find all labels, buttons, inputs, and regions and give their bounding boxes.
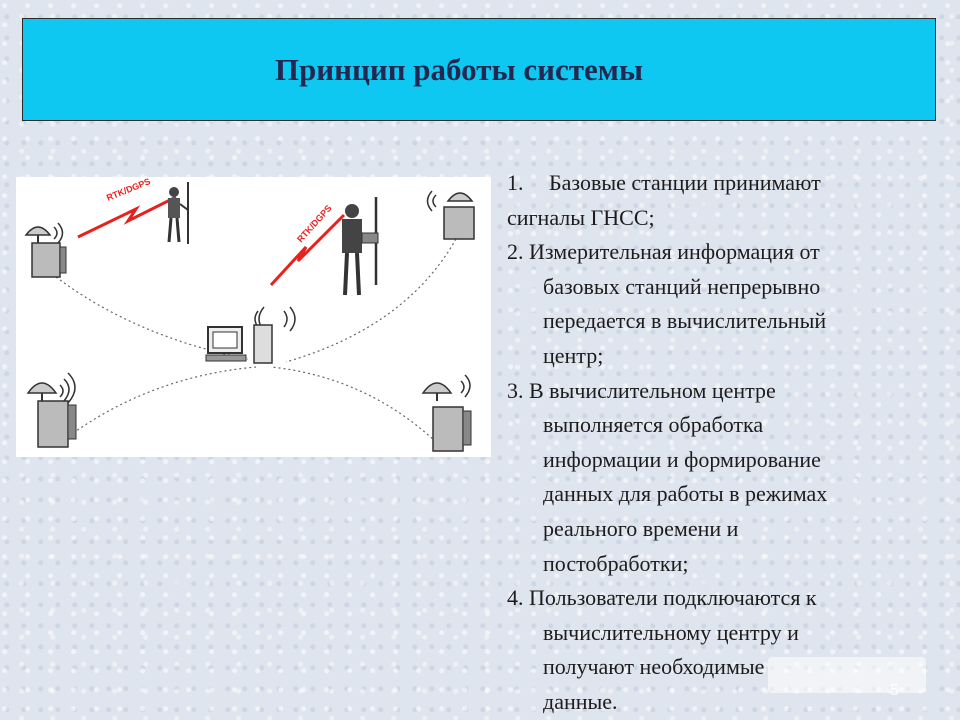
item-text: реального времени и (543, 515, 739, 541)
item-text: информации и формирование (543, 446, 821, 472)
computer-icon (205, 306, 296, 364)
item-text: выполняется обработка (543, 412, 764, 438)
list-item: 2. Измерительная информация от базовых с… (507, 235, 937, 373)
signal-label-left: RTK/DGPS (105, 177, 152, 203)
principles-list: 1. Базовые станции принимают сигналы ГНСС… (507, 166, 937, 720)
item-text: базовых станций непрерывно (543, 273, 821, 299)
surveyor-icon (342, 197, 379, 296)
network-diagram: RTK/DGPS RTK/DGPS (16, 177, 491, 457)
item-text: 4. Пользователи подключаются к (507, 585, 817, 611)
list-item: 3. В вычислительном центре выполняется о… (507, 374, 937, 582)
item-text: получают необходимые (543, 654, 765, 680)
list-item: 1. Базовые станции принимают сигналы ГНСС… (507, 166, 937, 235)
base-station-icon (426, 190, 475, 240)
page-number: 5 (890, 682, 899, 699)
item-text: вычислительному центру и (543, 619, 799, 645)
base-station-icon (26, 372, 77, 448)
item-text: центр; (543, 342, 604, 368)
item-text: 2. Измерительная информация от (507, 239, 820, 265)
connection-lines (55, 238, 457, 443)
signal-bolt-icon: RTK/DGPS (269, 203, 346, 287)
signal-label-right: RTK/DGPS (295, 203, 334, 244)
item-text: передается в вычислительный (543, 308, 827, 334)
watermark-overlay (768, 657, 926, 693)
list-item: 4. Пользователи подключаются к вычислите… (507, 581, 937, 719)
slide-title: Принцип работы системы (274, 51, 644, 87)
signal-bolt-icon: RTK/DGPS (77, 177, 177, 239)
item-text: постобработки; (543, 550, 689, 576)
item-text: 3. В вычислительном центре (507, 377, 776, 403)
item-text: данные. (543, 688, 618, 714)
base-station-icon (421, 374, 472, 452)
title-banner: Принцип работы системы (22, 18, 936, 121)
item-text: данных для работы в режимах (543, 481, 828, 507)
item-text: сигналы ГНСС; (507, 204, 655, 230)
surveyor-icon (167, 182, 189, 244)
base-station-icon (24, 222, 67, 278)
item-number: 1. (507, 170, 524, 195)
item-text: Базовые станции принимают (549, 170, 821, 195)
